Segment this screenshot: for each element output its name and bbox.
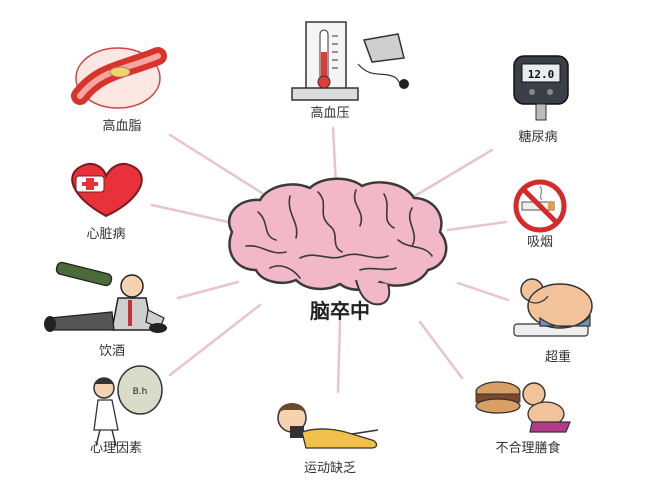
connector-diabetes: [406, 148, 494, 202]
label-drinking: 饮酒: [99, 344, 125, 359]
connector-inactivity: [336, 320, 342, 394]
connector-hyperlipidemia: [168, 133, 264, 195]
label-overweight: 超重: [545, 349, 571, 365]
connector-hypertension: [331, 126, 338, 187]
center-label: 脑卒中: [310, 299, 370, 323]
connector-psychological: [168, 303, 262, 377]
no-smoking-icon: [513, 179, 567, 233]
connector-heart-disease: [150, 203, 230, 224]
label-diabetes: 糖尿病: [518, 129, 557, 145]
glucose-meter-icon: 12.0: [513, 55, 569, 121]
stressed-person-icon: B.h: [93, 365, 163, 447]
drinking-man-icon: [44, 261, 167, 333]
clogged-artery-icon: [71, 47, 167, 109]
label-psychological: 心理因素: [90, 441, 142, 456]
weight-bag-text: B.h: [133, 387, 148, 397]
connector-overweight: [456, 281, 510, 302]
overeating-person-icon: [475, 381, 571, 433]
brain-icon: [227, 177, 448, 306]
connector-poor-diet: [418, 320, 464, 380]
lying-person-icon: [277, 403, 379, 449]
heart-icon: [71, 162, 143, 218]
label-hyperlipidemia: 高血脂: [102, 118, 141, 134]
label-hypertension: 高血压: [310, 105, 349, 121]
label-heart-disease: 心脏病: [86, 227, 125, 242]
blood-pressure-gauge-icon: [291, 21, 409, 101]
overweight-person-icon: [513, 278, 593, 337]
label-inactivity: 运动缺乏: [304, 461, 356, 476]
connector-drinking: [176, 280, 240, 300]
label-poor-diet: 不合理膳食: [495, 440, 560, 456]
connector-smoking: [446, 220, 508, 232]
connector-lines: [150, 126, 510, 394]
label-smoking: 吸烟: [527, 235, 553, 250]
glucose-meter-reading: 12.0: [528, 68, 555, 81]
